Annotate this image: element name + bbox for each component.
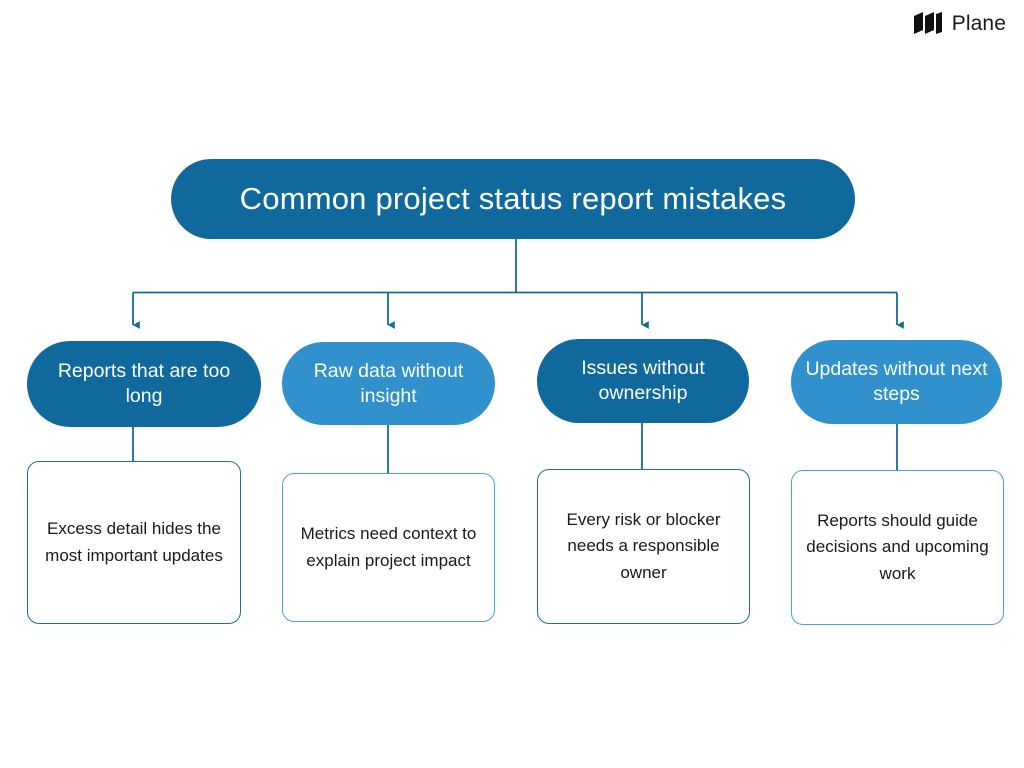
branch-node-3-label: Issues without ownership bbox=[581, 357, 705, 404]
root-node-label: Common project status report mistakes bbox=[239, 181, 787, 216]
detail-node-3[interactable]: Every risk or blocker needs a responsibl… bbox=[537, 469, 750, 624]
detail-node-2[interactable]: Metrics need context to explain project … bbox=[282, 473, 495, 622]
detail-node-4[interactable]: Reports should guide decisions and upcom… bbox=[791, 470, 1004, 625]
brand-logo: Plane bbox=[913, 11, 1006, 35]
branch-node-1-label: Reports that are too long bbox=[57, 360, 231, 407]
branch-node-3[interactable]: Issues without ownership bbox=[537, 339, 749, 423]
branch-node-4-label: Updates without next steps bbox=[805, 358, 988, 405]
detail-node-1-label: Excess detail hides the most important u… bbox=[45, 519, 223, 565]
plane-logo-icon bbox=[913, 12, 942, 34]
branch-node-2-label: Raw data without insight bbox=[313, 359, 464, 407]
root-node[interactable]: Common project status report mistakes bbox=[171, 159, 855, 239]
brand-name: Plane bbox=[951, 11, 1006, 35]
detail-node-3-label: Every risk or blocker needs a responsibl… bbox=[566, 509, 721, 582]
detail-node-4-label: Reports should guide decisions and upcom… bbox=[806, 510, 989, 583]
detail-node-1[interactable]: Excess detail hides the most important u… bbox=[27, 461, 241, 624]
branch-node-4[interactable]: Updates without next steps bbox=[791, 340, 1002, 424]
branch-node-1[interactable]: Reports that are too long bbox=[27, 341, 261, 427]
branch-node-2[interactable]: Raw data without insight bbox=[282, 342, 495, 425]
detail-node-2-label: Metrics need context to explain project … bbox=[300, 524, 477, 570]
